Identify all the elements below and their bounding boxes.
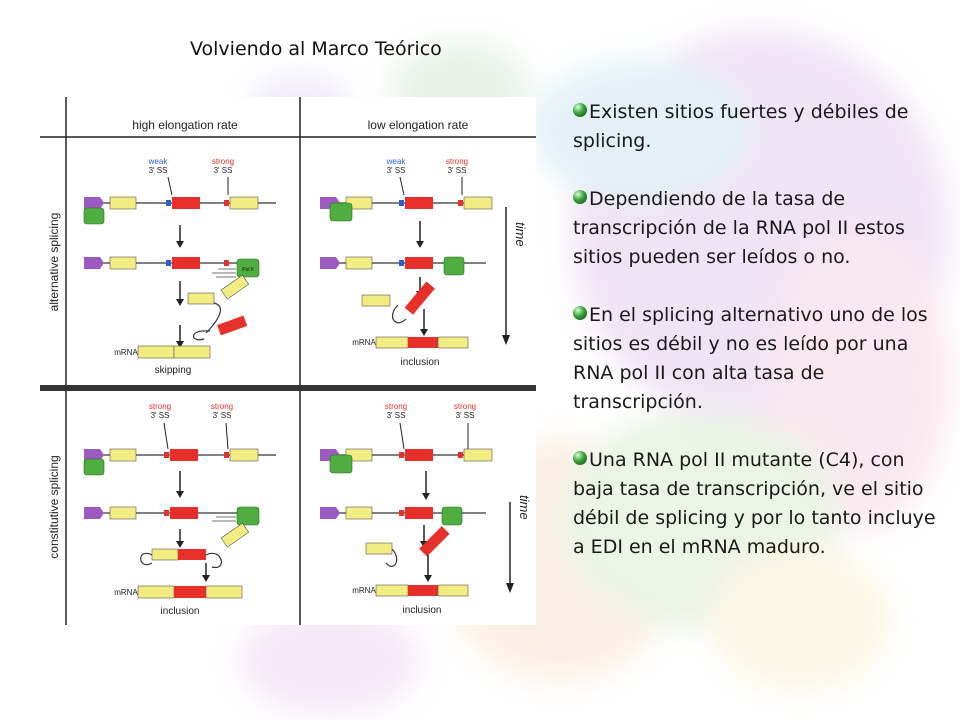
time-arrow-top: time xyxy=(502,207,528,345)
bullet-icon xyxy=(573,190,587,204)
splicing-diagram: high elongation rate low elongation rate… xyxy=(40,97,536,625)
result-label: skipping xyxy=(155,365,192,376)
row-header-alternative: alternative splicing xyxy=(47,213,61,312)
row-divider xyxy=(40,385,536,391)
result-label: inclusion xyxy=(401,357,440,368)
figure-background xyxy=(40,97,536,625)
col-header-low: low elongation rate xyxy=(368,118,469,132)
ss-left-line1: weak xyxy=(148,157,169,166)
bullet-icon xyxy=(573,306,587,320)
pol-label: Pol II xyxy=(242,267,253,273)
bullet-item: Una RNA pol II mutante (C4), con baja ta… xyxy=(573,446,943,562)
bullet-item: Dependiendo de la tasa de transcripción … xyxy=(573,185,943,272)
bullet-text: Una RNA pol II mutante (C4), con baja ta… xyxy=(573,449,936,558)
col-header-high: high elongation rate xyxy=(132,118,238,132)
bullet-item: Existen sitios fuertes y débiles de spli… xyxy=(573,98,943,156)
bullet-icon xyxy=(573,103,587,117)
bullet-icon xyxy=(573,451,587,465)
result-label: inclusion xyxy=(161,606,200,617)
mrna-label: mRNA xyxy=(114,348,138,357)
time-arrow-bottom: time xyxy=(506,495,532,593)
bullet-text: Dependiendo de la tasa de transcripción … xyxy=(573,188,905,268)
slide-title: Volviendo al Marco Teórico xyxy=(190,38,442,60)
time-label-top: time xyxy=(513,222,528,247)
bullet-item: En el splicing alternativo uno de los si… xyxy=(573,301,943,417)
time-label-bottom: time xyxy=(517,495,532,520)
mrna-label: mRNA xyxy=(352,338,376,347)
mrna-label: mRNA xyxy=(352,586,376,595)
mrna-label: mRNA xyxy=(114,588,138,597)
result-label: inclusion xyxy=(403,605,442,616)
bullet-list: Existen sitios fuertes y débiles de spli… xyxy=(573,98,943,591)
bullet-text: Existen sitios fuertes y débiles de spli… xyxy=(573,101,909,152)
row-header-constitutive: constitutive splicing xyxy=(47,455,61,558)
bullet-text: En el splicing alternativo uno de los si… xyxy=(573,304,928,413)
